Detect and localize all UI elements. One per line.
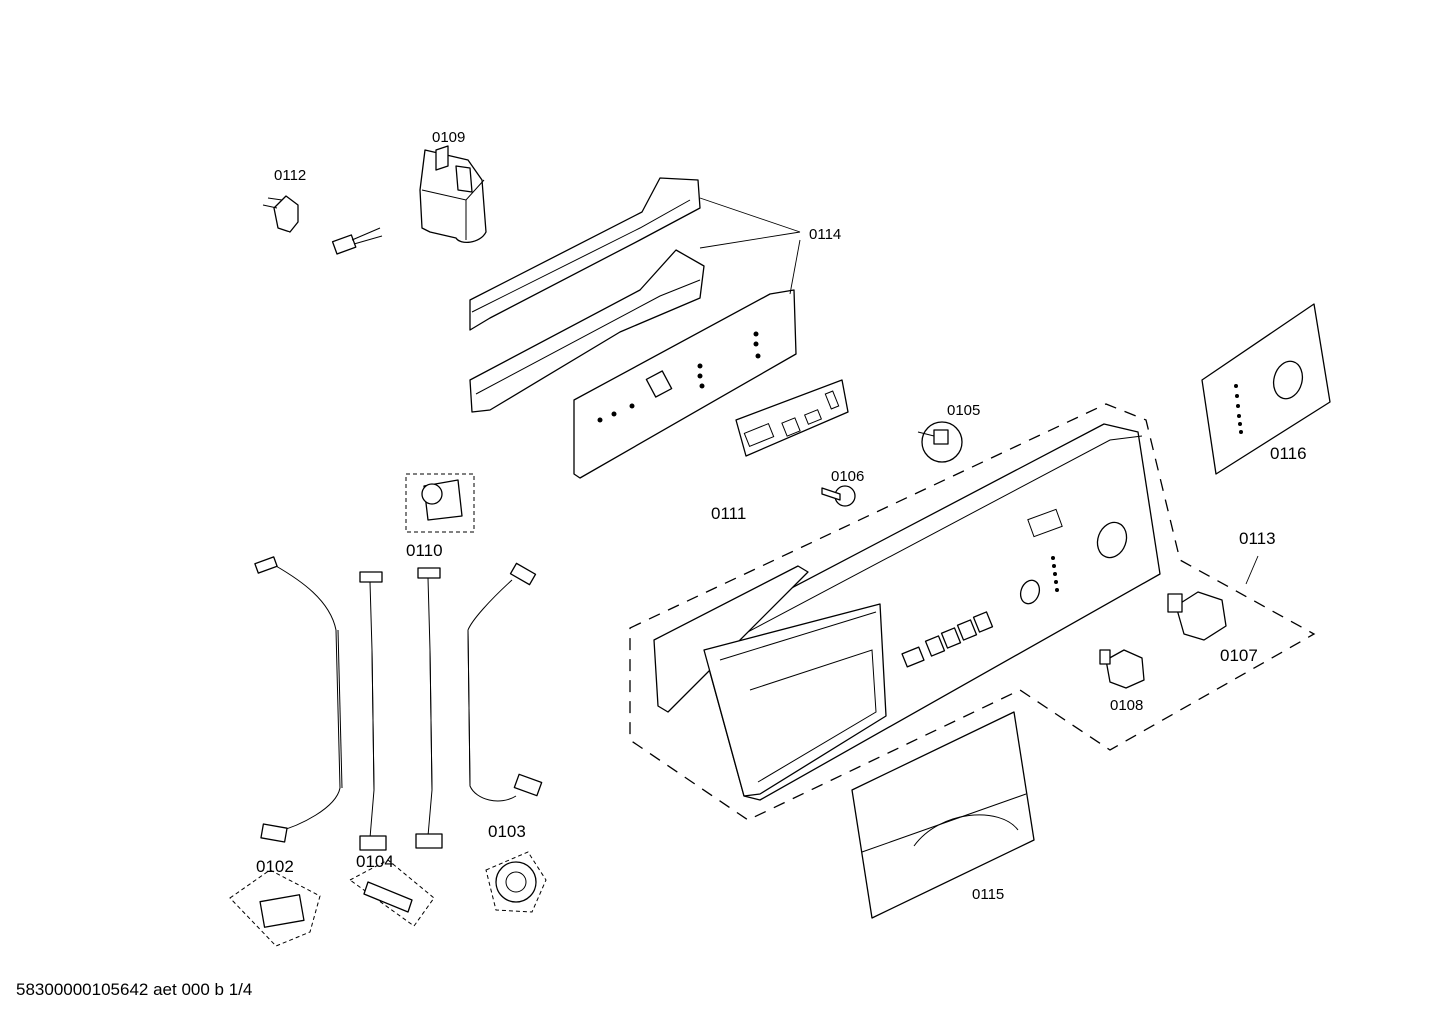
- label-0116: 0116: [1270, 444, 1307, 463]
- label-0102: 0102: [256, 857, 294, 876]
- label-0109: 0109: [432, 129, 465, 146]
- part-0103-motor-switch: [485, 851, 547, 913]
- label-0115: 0115: [972, 886, 1004, 903]
- label-0113: 0113: [1239, 529, 1276, 548]
- label-0111: 0111: [711, 504, 746, 523]
- control-panel-assembly: [629, 403, 1316, 821]
- part-0115-drawer-front: [851, 711, 1035, 919]
- label-0103: 0103: [488, 822, 526, 841]
- part-0110-switch: [405, 473, 475, 533]
- part-0105-knob: [917, 421, 963, 463]
- part-0103-harness: [467, 562, 543, 802]
- part-0108-knob: [1099, 649, 1145, 689]
- part-0104-sensor: [349, 859, 435, 927]
- label-0114: 0114: [809, 226, 841, 243]
- part-0107-knob: [1167, 555, 1259, 641]
- part-0114-module: [469, 177, 801, 479]
- part-0102-valve: [229, 869, 321, 947]
- label-0104: 0104: [356, 852, 394, 871]
- label-0105: 0105: [947, 402, 980, 419]
- part-0109-filter: [419, 145, 487, 243]
- label-0108: 0108: [1110, 697, 1143, 714]
- part-0106-screw-knob: [821, 485, 856, 507]
- part-0112-power-cord: [262, 195, 383, 353]
- label-0112: 0112: [274, 167, 306, 184]
- document-id-footer: 58300000105642 aet 000 b 1/4: [16, 980, 253, 999]
- label-0110: 0110: [406, 541, 443, 560]
- part-0104-harness-b: [415, 567, 443, 849]
- part-0102-harness: [254, 556, 343, 843]
- label-0106: 0106: [831, 468, 864, 485]
- part-0111-display-board: [735, 379, 849, 457]
- label-0107: 0107: [1220, 646, 1258, 665]
- part-0116-panel-insert: [1201, 303, 1331, 475]
- part-0104-harness-a: [359, 571, 387, 851]
